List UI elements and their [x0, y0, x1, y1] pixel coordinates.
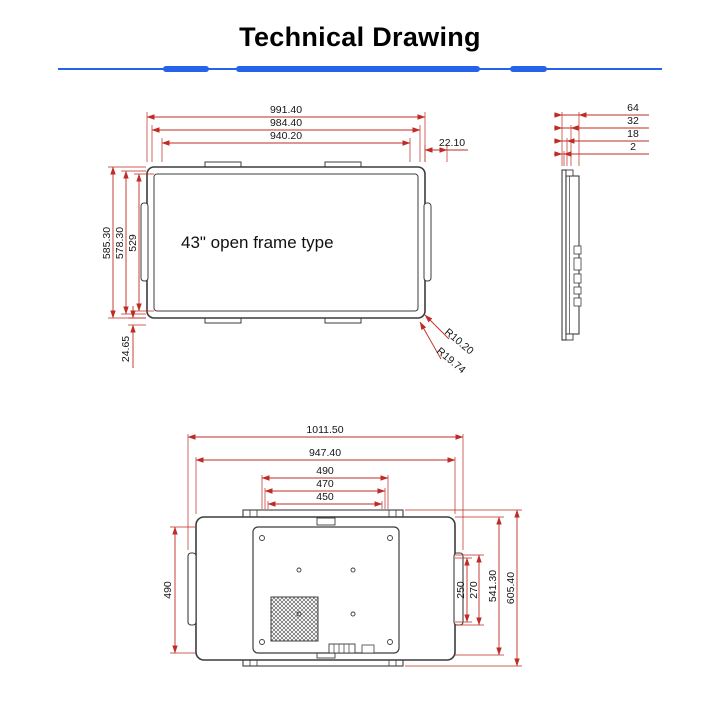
dim-front-height-outer: 585.30: [101, 166, 146, 319]
dimension-value: 2: [630, 141, 636, 153]
dimension-value: 605.40: [505, 572, 517, 604]
dim-rear-height-panel: 541.30: [455, 516, 504, 656]
vesa-hole: [296, 567, 302, 573]
dim-front-width-mid: 984.40: [151, 117, 421, 162]
dimension-value: 450: [316, 491, 334, 503]
dim-side-depth-body: 32: [554, 115, 649, 131]
dimension-value: 490: [162, 581, 174, 599]
side-bottom-tab: [565, 333, 574, 341]
page-title: Technical Drawing: [239, 22, 481, 52]
extension-lines: [561, 112, 580, 166]
front-view-label: 43" open frame type: [181, 233, 334, 252]
dim-side-depth-total: 64: [554, 102, 649, 118]
dimension-value: 490: [316, 465, 334, 477]
dim-rear-height-total: 605.40: [405, 509, 522, 667]
dimension-value: 991.40: [270, 104, 302, 116]
cable-cutout: [361, 644, 375, 654]
side-connector-1: [573, 245, 582, 255]
dim-front-bottom-offset: 24.65: [120, 306, 146, 368]
dim-rear-mount-outer: 490: [261, 465, 389, 509]
dim-rear-vesa-outer: 270: [455, 554, 484, 626]
dimension-value: 984.40: [270, 117, 302, 129]
radius-leader: [424, 314, 450, 340]
side-view: [561, 169, 582, 341]
divider-segment-2: [236, 66, 480, 72]
side-body: [565, 175, 580, 335]
side-connector-2: [573, 257, 582, 271]
dimension-value: 24.65: [120, 336, 132, 362]
rear-top-center-tab: [316, 517, 336, 526]
screw-hole: [387, 639, 393, 645]
dimension-value: 22.10: [439, 137, 465, 149]
front-left-handle: [140, 202, 149, 282]
extension-lines: [405, 509, 522, 667]
vent-grille: [270, 596, 319, 642]
dimension-value: 541.30: [487, 570, 499, 602]
dim-rear-mount-mid: 470: [264, 478, 386, 509]
connector-ports: [333, 644, 350, 653]
dim-front-width-active: 940.20: [161, 130, 411, 162]
radius-leader: [419, 321, 442, 360]
screw-hole: [259, 639, 265, 645]
dimension-value: 529: [127, 234, 139, 252]
extension-lines: [128, 317, 146, 326]
dimension-value: 270: [468, 581, 480, 599]
side-connector-4: [573, 286, 582, 295]
dim-front-corner-radius-1: R10.20: [424, 314, 476, 357]
divider-segment-3: [510, 66, 547, 72]
divider-segment-1: [163, 66, 209, 72]
dimension-value: 578.30: [114, 227, 126, 259]
front-screen-area: [153, 173, 419, 312]
side-glass: [561, 169, 567, 341]
dim-rear-vesa-inner: 250: [455, 557, 472, 623]
rear-bottom-bar-slots: [249, 658, 397, 666]
screw-hole: [259, 535, 265, 541]
dimension-value: 64: [627, 102, 639, 114]
dim-rear-mount-inner: 450: [267, 491, 383, 509]
screw-hole: [387, 535, 393, 541]
extension-lines: [195, 457, 456, 514]
dim-side-glass: 2: [554, 141, 649, 157]
section-divider: [0, 62, 720, 76]
extension-lines: [455, 516, 504, 656]
dimension-value: 1011.50: [306, 424, 343, 436]
rear-top-bar-slots: [249, 510, 397, 518]
dim-front-height-active: 529: [127, 173, 154, 312]
vesa-hole: [350, 567, 356, 573]
side-view-dims: 64 32 18 2: [554, 102, 649, 166]
dimension-value: 940.20: [270, 130, 302, 142]
dim-rear-width-panel: 947.40: [195, 447, 456, 514]
dimension-value: 32: [627, 115, 639, 127]
dimension-value: 250: [455, 581, 467, 599]
dim-rear-left-height: 490: [162, 526, 196, 654]
dimension-value: 18: [627, 128, 639, 140]
connector-cutout: [328, 643, 356, 654]
rear-left-handle: [187, 552, 197, 626]
dimension-value: 585.30: [101, 227, 113, 259]
dim-side-depth-front: 18: [554, 128, 649, 144]
rear-view: [187, 509, 464, 667]
dim-rear-width-total: 1011.50: [187, 424, 464, 550]
side-connector-3: [573, 273, 582, 284]
dim-front-corner-offset: 22.10: [424, 137, 468, 162]
dimension-value: 947.40: [309, 447, 341, 459]
vesa-hole: [350, 611, 356, 617]
front-view: 43" open frame type: [140, 161, 432, 324]
front-right-handle: [423, 202, 432, 282]
side-top-tab: [565, 169, 574, 177]
extension-lines: [187, 434, 464, 550]
dimension-value: 470: [316, 478, 334, 490]
side-connector-5: [573, 297, 582, 307]
